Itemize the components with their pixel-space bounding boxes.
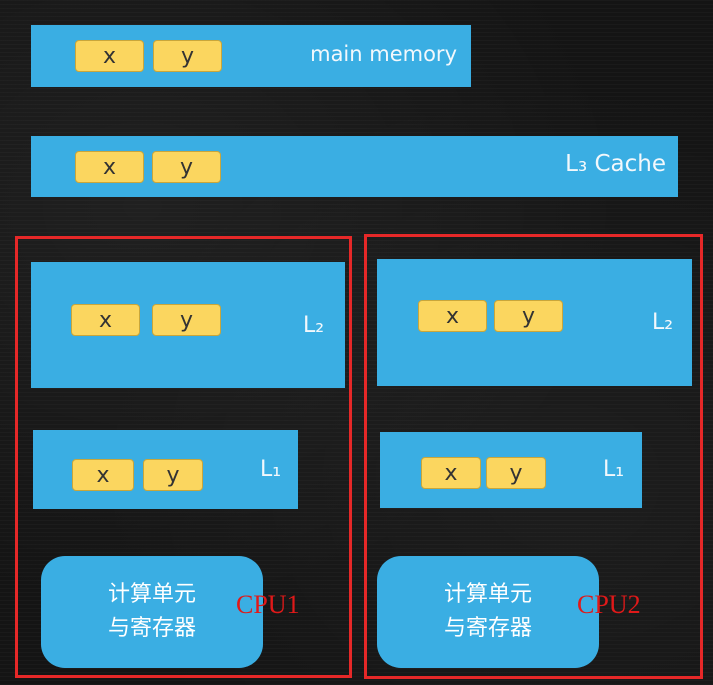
cpu2-l2-block: x y L₂ [377, 259, 692, 386]
cell-x: x [71, 304, 140, 336]
cpu1-frame [15, 236, 352, 678]
l1-label: L₁ [260, 457, 282, 482]
cpu2-frame [364, 234, 703, 679]
cpu1-l2-block: x y L₂ [31, 262, 345, 388]
l3-cache-label: L₃ Cache [565, 151, 666, 177]
compute-unit-label: 计算单元 与寄存器 [107, 582, 196, 641]
cell-y: y [494, 300, 563, 332]
cell-y: y [152, 304, 221, 336]
cell-x: x [72, 459, 134, 491]
main-memory-block: x y main memory [31, 25, 471, 87]
compute-unit-label: 计算单元 与寄存器 [443, 582, 532, 641]
l2-label: L₂ [652, 310, 674, 335]
cell-x: x [418, 300, 487, 332]
cpu1-label: CPU1 [236, 590, 300, 619]
l3-cache-block: x y L₃ Cache [31, 136, 678, 197]
cell-x: x [75, 40, 144, 72]
cell-y: y [153, 40, 222, 72]
cell-x: x [75, 151, 144, 183]
cpu1-compute-unit: 计算单元 与寄存器 [41, 556, 263, 668]
cpu2-label: CPU2 [577, 590, 641, 619]
main-memory-label: main memory [310, 42, 457, 66]
cpu2-l1-block: x y L₁ [380, 432, 642, 508]
cell-x: x [421, 457, 481, 489]
cpu2-compute-unit: 计算单元 与寄存器 [377, 556, 599, 668]
l1-label: L₁ [603, 457, 625, 482]
cpu1-l1-block: x y L₁ [33, 430, 298, 509]
cell-y: y [486, 457, 546, 489]
l2-label: L₂ [303, 313, 325, 338]
cell-y: y [143, 459, 203, 491]
cell-y: y [152, 151, 221, 183]
